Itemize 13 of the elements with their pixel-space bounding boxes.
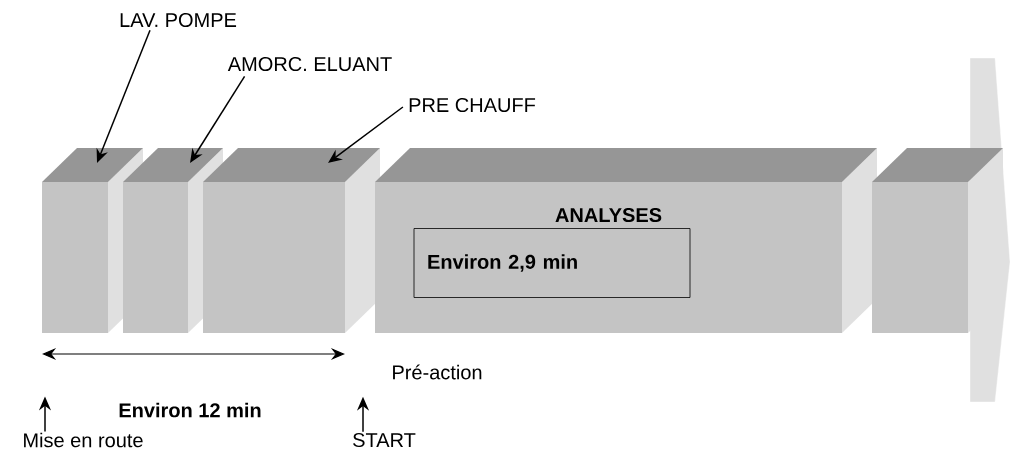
- leader-arrow: [328, 106, 404, 163]
- process-box: [872, 148, 1003, 333]
- step-label: Mise en route: [24, 432, 143, 448]
- leader-arrow: [190, 75, 246, 163]
- step-label: START: [353, 432, 416, 448]
- duration-label: Environ 12 min: [119, 402, 261, 418]
- step-label: PRE CHAUFF: [409, 97, 536, 113]
- process-box: [203, 148, 380, 333]
- node-label: ANALYSES: [555, 207, 662, 223]
- duration-box: Environ 2,9 min: [413, 228, 691, 298]
- step-label: Pré-action: [393, 364, 482, 380]
- step-label: AMORC. ELUANT: [227, 56, 392, 72]
- step-label: LAV. POMPE: [120, 12, 237, 28]
